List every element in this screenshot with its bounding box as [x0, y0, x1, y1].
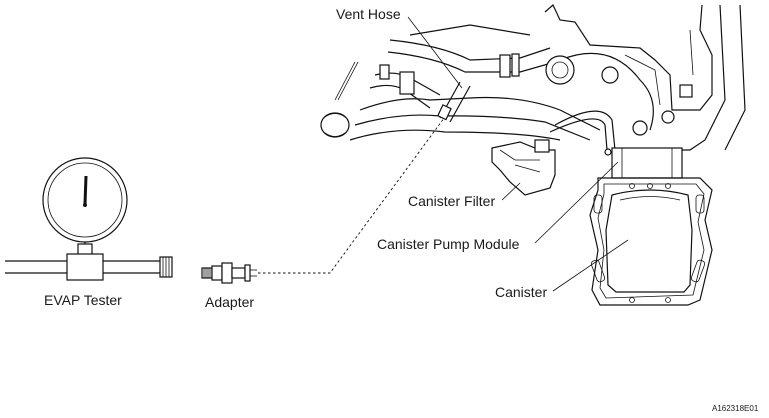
- vent-hose-leader: [407, 16, 463, 89]
- canister-filter-label: Canister Filter: [408, 193, 495, 209]
- vent-hose-label: Vent Hose: [336, 6, 401, 22]
- canister-label: Canister: [495, 284, 547, 300]
- canister: [589, 147, 713, 306]
- canister-pump-module-label: Canister Pump Module: [377, 236, 520, 252]
- adapter-label: Adapter: [205, 294, 254, 310]
- canister-filter: [491, 139, 556, 196]
- fuel-tank-assembly: [320, 4, 746, 165]
- canister-pump-module-leader: [534, 161, 619, 244]
- canister-filter-leader: [501, 182, 521, 201]
- adapter: [201, 262, 257, 284]
- evap-tester-label: EVAP Tester: [44, 292, 122, 308]
- canister-leader: [552, 239, 629, 292]
- figure-code: A162318E01: [712, 404, 759, 413]
- evap-tester: [5, 157, 173, 281]
- connection-dashed-line: [258, 109, 451, 274]
